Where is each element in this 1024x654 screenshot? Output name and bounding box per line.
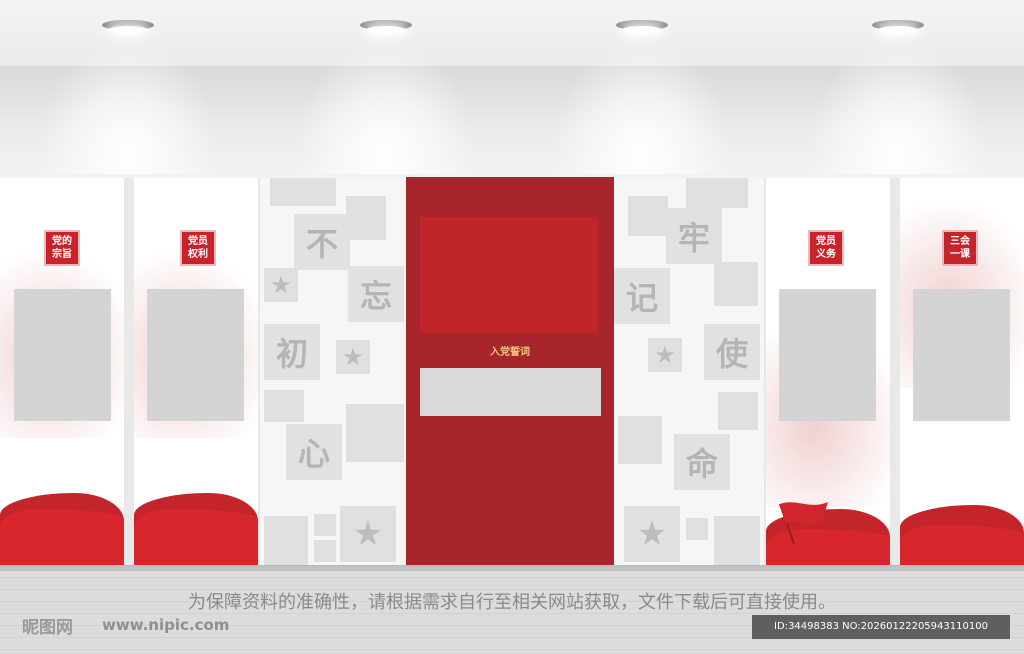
light-beam (295, 34, 475, 174)
slogan-char: 初 (264, 324, 320, 380)
star-icon: ★ (340, 506, 396, 562)
star-icon: ★ (336, 340, 370, 374)
image-placeholder (420, 217, 598, 333)
photo-placeholder (14, 289, 111, 421)
star-icon: ★ (624, 506, 680, 562)
badge-line: 党员 (188, 236, 208, 247)
slogan-char: 牢 (666, 208, 722, 264)
deco-tile (628, 196, 668, 236)
red-wave (900, 525, 1024, 565)
slogan-char: 记 (614, 268, 670, 324)
badge-line: 义务 (816, 249, 836, 260)
badge-member-duties: 党员 义务 (808, 230, 844, 266)
slogan-char: 忘 (348, 266, 404, 322)
floor-shadow (0, 565, 1024, 571)
badge-line: 一课 (950, 249, 970, 260)
badge-line: 党员 (816, 236, 836, 247)
deco-tile (264, 516, 308, 565)
panel-three-meetings: 三会 一课 (900, 178, 1024, 565)
light-beam (808, 34, 988, 174)
deco-tile (714, 262, 758, 306)
deco-tile (686, 518, 708, 540)
panel-member-duties: 党员 义务 (766, 178, 890, 565)
badge-line: 宗旨 (52, 249, 72, 260)
oath-title: 入党誓词 (490, 347, 530, 358)
watermark-logo: 昵图网 (22, 618, 73, 638)
badge-line: 三会 (950, 236, 970, 247)
photo-placeholder (147, 289, 244, 421)
light-beam (552, 34, 732, 174)
deco-tile (264, 390, 304, 422)
ceiling-lamp-icon (102, 20, 154, 34)
star-icon: ★ (648, 338, 682, 372)
watermark-id: ID:34498383 NO:20260122205943110100 (752, 615, 1010, 639)
red-wave (0, 509, 124, 565)
flag-icon (779, 502, 828, 545)
wooden-floor (0, 565, 1024, 654)
slogan-char: 心 (286, 424, 342, 480)
text-placeholder (420, 368, 601, 416)
slogan-block-left: 不 ★ 忘 初 ★ 心 ★ (260, 178, 406, 565)
star-icon: ★ (264, 268, 298, 302)
ceiling-lamp-icon (872, 20, 924, 34)
panel-party-purpose: 党的 宗旨 (0, 178, 124, 565)
red-wave (134, 509, 258, 565)
slogan-char: 命 (674, 434, 730, 490)
badge-party-purpose: 党的 宗旨 (44, 230, 80, 266)
badge-three-meetings: 三会 一课 (942, 230, 978, 266)
watermark-notice: 为保障资料的准确性，请根据需求自行至相关网站获取，文件下载后可直接使用。 (188, 592, 836, 613)
deco-tile (314, 540, 336, 562)
deco-tile (718, 392, 758, 430)
photo-placeholder (913, 289, 1010, 421)
light-beam (38, 34, 218, 174)
deco-tile (686, 178, 748, 208)
center-panel-oath: 入党誓词 (406, 177, 614, 565)
deco-tile (346, 196, 386, 240)
badge-line: 党的 (52, 236, 72, 247)
badge-line: 权利 (188, 249, 208, 260)
ceiling-lamp-icon (616, 20, 668, 34)
slogan-char: 使 (704, 324, 760, 380)
deco-tile (346, 404, 404, 462)
panel-member-rights: 党员 权利 (134, 178, 258, 565)
badge-member-rights: 党员 权利 (180, 230, 216, 266)
photo-placeholder (779, 289, 876, 421)
slogan-char: 不 (294, 214, 350, 270)
red-wave (766, 529, 890, 565)
deco-tile (618, 416, 662, 464)
ceiling-lamp-icon (360, 20, 412, 34)
deco-tile (314, 514, 336, 536)
slogan-block-right: 牢 记 ★ 使 命 ★ (614, 178, 764, 565)
watermark-site: www.nipic.com (102, 616, 230, 634)
deco-tile (714, 516, 760, 565)
deco-tile (270, 178, 336, 206)
